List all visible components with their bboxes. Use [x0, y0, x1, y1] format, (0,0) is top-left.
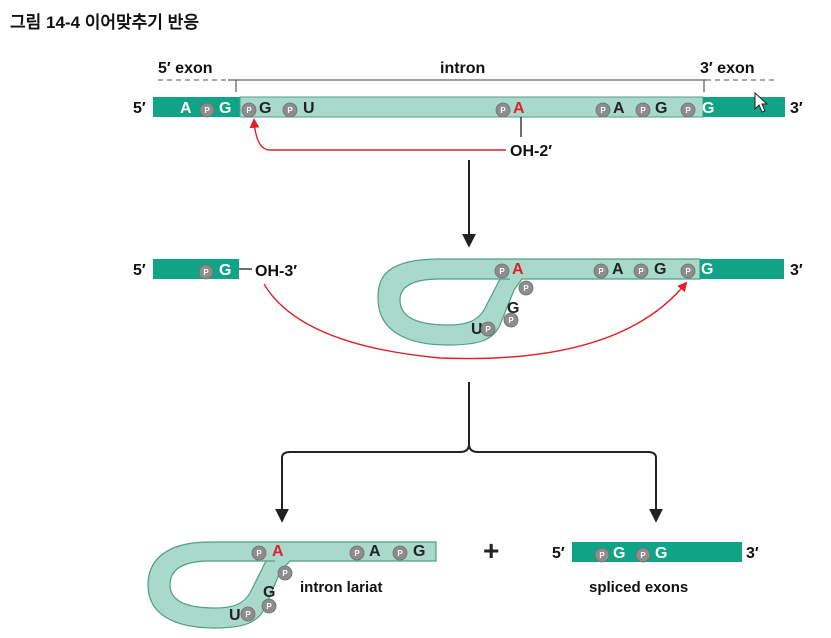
- nt-g: G: [654, 261, 666, 278]
- nt-g: G: [413, 543, 425, 560]
- nt-g: G: [263, 584, 275, 601]
- figure-title: 그림 14-4 이어맞추기 반응: [10, 13, 199, 32]
- cursor-icon: [754, 91, 769, 113]
- spliced-exons-bar: [572, 542, 742, 562]
- phosphate-icon: [594, 547, 610, 563]
- nt-a: A: [612, 261, 624, 278]
- phosphate-icon: [503, 312, 519, 328]
- phosphate-icon: [261, 598, 277, 614]
- exon3-bar: [703, 97, 785, 117]
- spliced-exons-label: spliced exons: [589, 579, 688, 596]
- nt-g: G: [655, 545, 667, 562]
- nt-a: A: [369, 543, 381, 560]
- phosphate-icon: [593, 263, 609, 279]
- plus-sign: +: [483, 535, 499, 566]
- pre-mrna: 5′ exon intron 3′ exon 5′ 3′ A G G U A A…: [133, 60, 803, 160]
- branch-arrows: [275, 382, 663, 523]
- phosphate-icon: [240, 606, 256, 622]
- branch-point-a: A: [512, 261, 524, 278]
- branch-point-a: A: [272, 543, 284, 560]
- intermediate: 5′ G OH-3′ 3′ A G U A G G: [133, 258, 803, 360]
- phosphate-icon: [680, 263, 696, 279]
- phosphate-icon: [495, 102, 511, 118]
- nt-g: G: [613, 545, 625, 562]
- red-attack-arrow-2: [263, 281, 688, 360]
- phosphate-icon: [635, 102, 651, 118]
- label-oh-3: OH-3′: [255, 263, 297, 280]
- exon5-free: [153, 259, 239, 279]
- label-3-exon: 3′ exon: [700, 60, 755, 77]
- nt-u: U: [471, 321, 483, 338]
- end-5-label: 5′: [133, 100, 146, 117]
- label-intron: intron: [440, 60, 485, 77]
- phosphate-icon: [277, 565, 293, 581]
- red-attack-arrow-1: [249, 118, 506, 151]
- phosphate-icon: [251, 545, 267, 561]
- nt-g: G: [701, 261, 713, 278]
- nt-g: G: [219, 100, 231, 117]
- nt-g: G: [219, 262, 231, 279]
- end-5-label: 5′: [133, 262, 146, 279]
- phosphate-icon: [494, 263, 510, 279]
- branch-point-a: A: [513, 100, 525, 117]
- end-3-label: 3′: [790, 262, 803, 279]
- phosphate-icon: [680, 102, 696, 118]
- phosphate-icon: [198, 264, 214, 280]
- exon5-bar: [153, 97, 240, 117]
- phosphate-icon: [392, 545, 408, 561]
- phosphate-icon: [349, 545, 365, 561]
- nt-u: U: [229, 607, 241, 624]
- phosphate-icon: [282, 102, 298, 118]
- phosphate-icon: [633, 263, 649, 279]
- spliced-exons-product: 5′ 3′ G G spliced exons: [552, 542, 759, 596]
- phosphate-icon: [199, 102, 215, 118]
- nt-g: G: [702, 100, 714, 117]
- nt-u: U: [303, 100, 315, 117]
- phosphate-icon: [635, 547, 651, 563]
- phosphate-icon: [241, 102, 257, 118]
- exon3-attached: [700, 259, 784, 279]
- end-3-label: 3′: [790, 100, 803, 117]
- phosphate-icon: [518, 280, 534, 296]
- nt-g: G: [655, 100, 667, 117]
- label-5-exon: 5′ exon: [158, 60, 213, 77]
- label-oh-2: OH-2′: [510, 143, 552, 160]
- phosphate-icon: [595, 102, 611, 118]
- intron-bracket: [235, 79, 705, 92]
- nt-a: A: [180, 100, 192, 117]
- nt-a: A: [613, 100, 625, 117]
- intron-lariat-product: A G U A G intron lariat: [147, 541, 437, 629]
- phosphate-icon: [480, 321, 496, 337]
- end-5-label: 5′: [552, 545, 565, 562]
- end-3-label: 3′: [746, 545, 759, 562]
- intron-lariat-label: intron lariat: [300, 579, 383, 596]
- nt-g: G: [259, 100, 271, 117]
